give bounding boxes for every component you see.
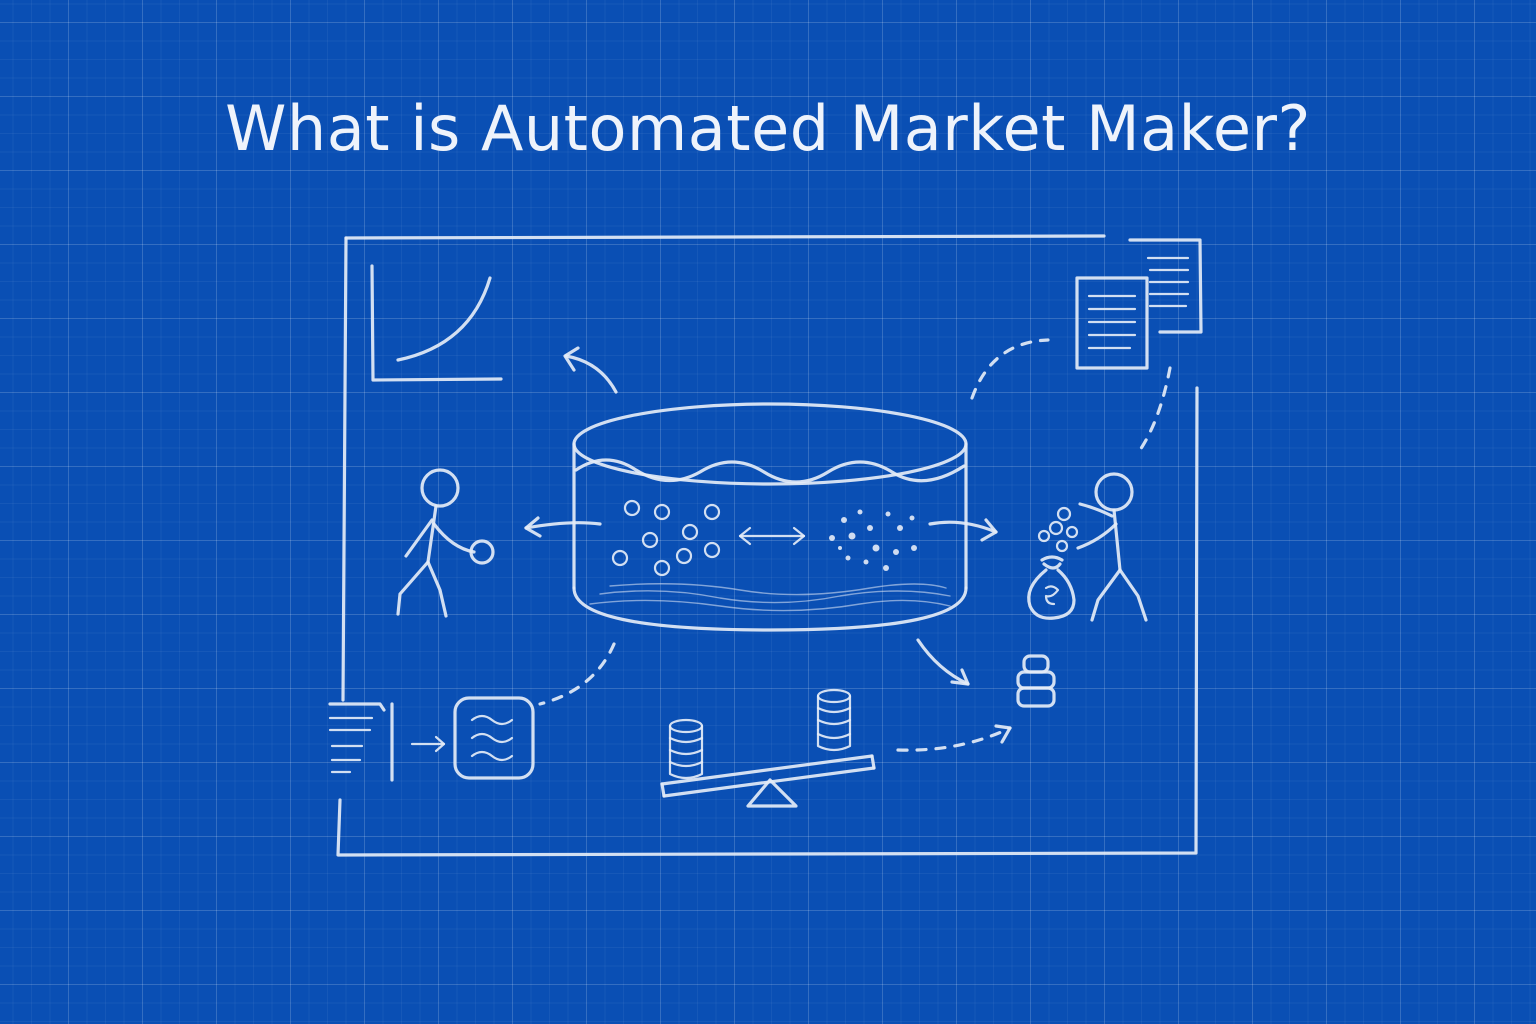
wavy-box-icon (453, 696, 535, 780)
arrow-to-provider (928, 518, 998, 542)
dashed-link-wavy-box (538, 642, 616, 706)
swap-arrow-icon (738, 526, 806, 546)
token-bubbles-a (611, 499, 721, 577)
tossed-coins-icon (1037, 506, 1079, 553)
arrow-to-chart (563, 346, 618, 394)
dashed-link-documents (970, 338, 1172, 452)
dashed-link-coin-stack (896, 724, 1012, 752)
arrow-to-coin-stack (916, 638, 970, 686)
money-bag-icon (1027, 555, 1076, 620)
token-bubbles-b (829, 509, 917, 571)
documents-icon (1075, 238, 1203, 370)
arrow-to-trader (524, 516, 602, 538)
diagram-frame (336, 234, 1199, 857)
trader-figure-icon (396, 468, 495, 618)
price-curve-icon (370, 264, 503, 382)
order-list-icon (328, 702, 394, 782)
liquidity-pool-icon (572, 402, 968, 632)
page-title: What is Automated Market Maker? (225, 92, 1311, 165)
balance-scale-icon (660, 688, 876, 808)
provider-figure-icon (1076, 472, 1148, 622)
arrow-to-wavy-box (410, 735, 446, 753)
coin-stack-icon (1016, 654, 1056, 708)
